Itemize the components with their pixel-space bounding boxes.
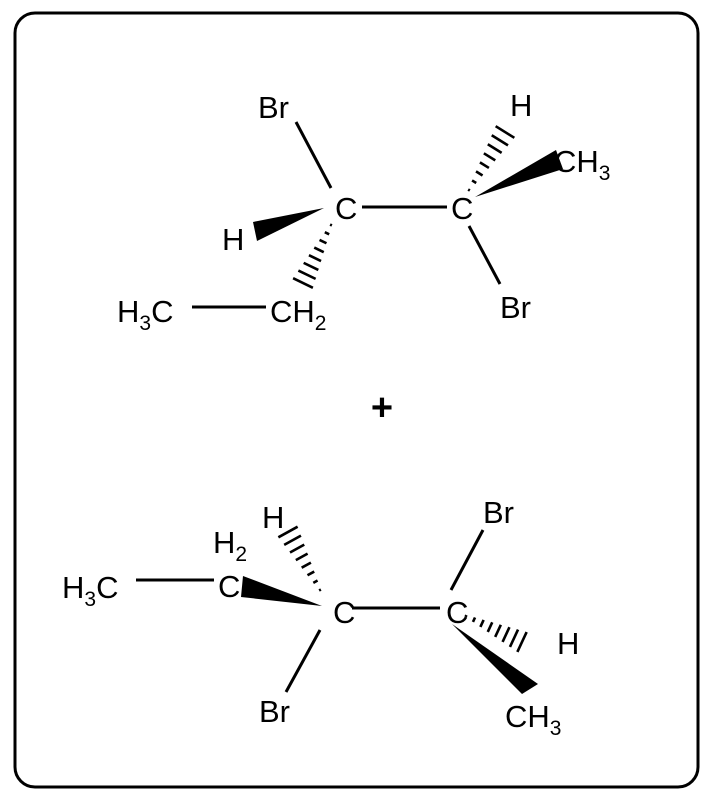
hash-line (479, 161, 490, 170)
atom-h3c: H3C (62, 570, 118, 611)
hash-line (516, 631, 528, 653)
hash-line (306, 570, 315, 577)
hash-line (467, 188, 471, 192)
hash-line (295, 552, 309, 562)
frame-border (13, 11, 700, 789)
bond-c3-br (284, 629, 322, 693)
hash-line (329, 223, 333, 227)
hash-line (479, 619, 485, 628)
hash-line (471, 616, 477, 623)
atom-ch2-h: H2 (213, 525, 247, 566)
hash-line (283, 534, 302, 547)
hash-line (303, 261, 319, 272)
wedge-c4-ch3 (452, 624, 538, 694)
atom-c4: C (446, 595, 468, 630)
bond-c2-br (467, 225, 502, 285)
hash-line (471, 179, 477, 185)
wedge-ch2-c3 (241, 576, 322, 606)
atom-h-top: H (262, 500, 284, 535)
atom-h-left: H (222, 222, 244, 257)
atom-c3: C (333, 595, 355, 630)
hash-line (289, 543, 305, 554)
atom-h-top: H (510, 88, 532, 123)
bond-c4-br (449, 529, 485, 591)
hash-line (493, 624, 503, 638)
atom-br-bottom: Br (500, 290, 531, 325)
atom-ch2-c: C (218, 569, 240, 604)
hash-line (483, 152, 496, 162)
molecule-top: Br C H H3C CH2 C H CH3 Br (117, 88, 610, 335)
wedge-c2-ch3 (475, 150, 563, 197)
hash-line (464, 614, 468, 618)
atom-h-right: H (557, 626, 579, 661)
molecule-bottom: H3C C H2 H C Br C Br H CH3 (62, 495, 579, 740)
hash-line (312, 579, 319, 585)
atom-ch3: CH3 (505, 699, 561, 740)
bond-c1-br (294, 121, 333, 189)
atom-c2: C (451, 191, 473, 226)
hash-line (297, 269, 317, 281)
atom-ch3: CH3 (554, 144, 610, 185)
atom-br-top: Br (258, 90, 289, 125)
hash-bond-c1-ch2 (292, 223, 333, 289)
hash-line (318, 238, 328, 245)
atom-h3c: H3C (117, 294, 173, 335)
hash-line (308, 254, 322, 263)
hash-line (487, 143, 503, 154)
hash-line (292, 277, 314, 289)
hash-line (324, 231, 330, 236)
atom-br-top: Br (483, 495, 514, 530)
hash-bond-c3-h (277, 525, 322, 592)
hash-line (475, 170, 484, 177)
hash-line (301, 561, 312, 569)
atom-c1: C (335, 191, 357, 226)
wedge-c1-h (253, 208, 324, 241)
plus-sign: + (371, 387, 393, 429)
hash-bond-c2-h (467, 125, 516, 192)
hash-line (277, 525, 299, 539)
atom-br-bottom: Br (259, 694, 290, 729)
hash-line (494, 125, 516, 139)
hash-line (318, 588, 322, 592)
hash-line (508, 629, 520, 648)
hash-line (501, 626, 511, 643)
atom-ch2: CH2 (270, 294, 326, 335)
hash-line (486, 621, 494, 633)
hash-bond-c4-h (464, 614, 528, 653)
hash-line (313, 246, 325, 254)
hash-line (491, 134, 509, 147)
